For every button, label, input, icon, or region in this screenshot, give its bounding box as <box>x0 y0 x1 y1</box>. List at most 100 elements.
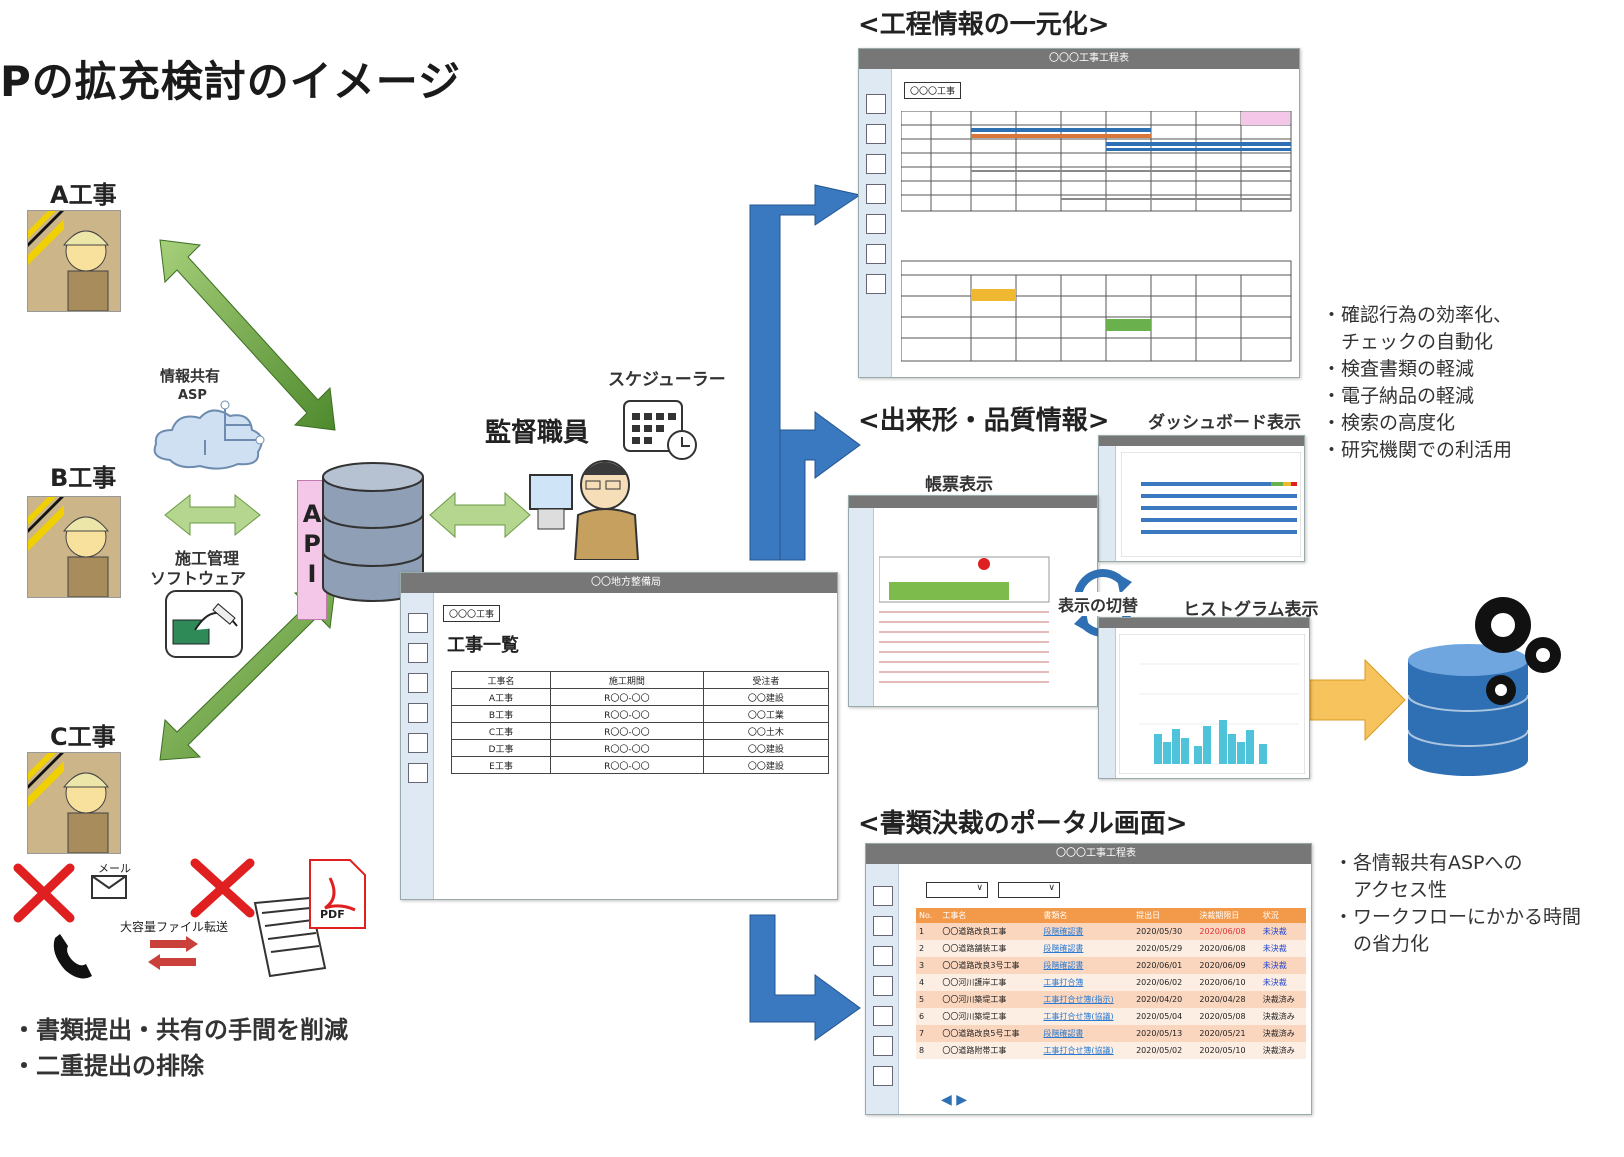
sidebar-button[interactable] <box>408 763 428 783</box>
software-icon <box>165 590 243 658</box>
next-page-icon[interactable]: ▶ <box>956 1092 968 1108</box>
cross-icon <box>190 858 255 918</box>
calendar-icon <box>623 400 697 460</box>
arrow-to-quality <box>779 411 861 561</box>
supervisor-label: 監督職員 <box>485 418 590 448</box>
sidebar-button[interactable] <box>866 184 886 204</box>
ledger-window <box>848 495 1098 707</box>
column-header: 受注者 <box>702 671 830 689</box>
sidebar-button[interactable] <box>873 1006 893 1026</box>
window-titlebar: 〇〇〇工事工程表 <box>859 49 1299 69</box>
pdf-icon <box>309 859 366 929</box>
bigdata-database-icon <box>1407 597 1561 776</box>
worker-a-image <box>27 210 121 312</box>
window-titlebar: 〇〇地方整備局 <box>401 573 837 593</box>
legacy-methods-illustration <box>13 858 366 979</box>
portal-notes: ・各情報共有ASPへの アクセス性 ・ワークフローにかかる時間 の省力化 <box>1334 852 1582 955</box>
sidebar-button[interactable] <box>873 946 893 966</box>
software-label: 施工管理 <box>175 549 240 568</box>
section-quality-title: <出来形・品質情報> <box>858 406 1110 436</box>
site-b-label: B工事 <box>50 464 117 492</box>
project-tag[interactable]: 〇〇〇工事 <box>904 82 962 99</box>
window-titlebar: 〇〇〇工事工程表 <box>866 844 1311 864</box>
arrow-to-bigdata <box>1309 658 1406 742</box>
window-titlebar <box>849 496 1097 508</box>
sidebar-button[interactable] <box>866 154 886 174</box>
gear-icon <box>1475 597 1561 705</box>
sidebar-button[interactable] <box>873 916 893 936</box>
section-schedule-title: <工程情報の一元化> <box>858 10 1110 40</box>
worker-c-image <box>27 752 121 854</box>
filter-select[interactable]: ∨ <box>926 882 988 898</box>
pager: ◀ ▶ <box>941 1092 967 1108</box>
sidebar-button[interactable] <box>408 673 428 693</box>
section-portal-title: <書類決裁のポータル画面> <box>858 809 1188 839</box>
sidebar-button[interactable] <box>408 703 428 723</box>
ledger-label: 帳票表示 <box>925 475 993 495</box>
column-header: 工事名 <box>451 671 551 689</box>
column-header: 書類名 <box>1040 908 1134 923</box>
window-title: 〇〇〇工事工程表 <box>1056 848 1136 859</box>
sidebar-button[interactable] <box>866 94 886 114</box>
column-header: 施工期間 <box>549 671 704 689</box>
arrow-to-portal <box>749 914 861 1041</box>
sidebar-button[interactable] <box>866 214 886 234</box>
column-header: 工事名 <box>939 908 1041 923</box>
window-titlebar <box>1099 436 1304 446</box>
project-tag[interactable]: 〇〇〇工事 <box>443 605 501 622</box>
pdf-label: PDF <box>320 908 345 921</box>
site-a-label: A工事 <box>50 181 117 209</box>
window-sidebar <box>401 593 434 899</box>
schedule-notes: ・確認行為の効率化、 チェックの自動化 ・検査書類の軽減 ・電子納品の軽減 ・検… <box>1322 304 1513 461</box>
prev-page-icon[interactable]: ◀ <box>941 1092 952 1108</box>
sidebar-button[interactable] <box>866 244 886 264</box>
bottom-notes: ・書類提出・共有の手間を削減 ・二重提出の排除 <box>12 1016 348 1080</box>
scheduler-label: スケジューラー <box>608 370 726 390</box>
sidebar-button[interactable] <box>873 1066 893 1086</box>
window-sidebar <box>849 508 874 706</box>
histogram-chart <box>1119 634 1305 774</box>
sidebar-button[interactable] <box>873 886 893 906</box>
sidebar-button[interactable] <box>873 976 893 996</box>
window-titlebar <box>1099 618 1309 628</box>
sidebar-button[interactable] <box>866 124 886 144</box>
schedule-window: 〇〇〇工事工程表 〇〇〇工事 <box>858 48 1300 378</box>
column-header: No. <box>916 908 940 923</box>
sidebar-button[interactable] <box>408 643 428 663</box>
histogram-window <box>1098 617 1310 779</box>
sidebar-button[interactable] <box>866 274 886 294</box>
list-heading: 工事一覧 <box>447 635 519 656</box>
column-header: 提出日 <box>1133 908 1197 923</box>
api-letter: I <box>307 560 317 588</box>
switch-label: 表示の切替 <box>1058 592 1139 616</box>
histogram-label: ヒストグラム表示 <box>1183 600 1319 620</box>
dashboard-label: ダッシュボード表示 <box>1148 413 1301 433</box>
asp-sub: ASP <box>178 388 207 403</box>
arrow-a-api <box>159 239 336 431</box>
software-sub: ソフトウェア <box>150 569 247 588</box>
sidebar-button[interactable] <box>408 733 428 753</box>
sidebar-button[interactable] <box>408 613 428 633</box>
mail-icon <box>91 875 127 899</box>
sidebar-button[interactable] <box>873 1036 893 1056</box>
cloud-icon <box>153 400 265 470</box>
column-header: 決裁期限日 <box>1196 908 1260 923</box>
filter-select[interactable]: ∨ <box>998 882 1060 898</box>
window-sidebar <box>1099 446 1116 561</box>
